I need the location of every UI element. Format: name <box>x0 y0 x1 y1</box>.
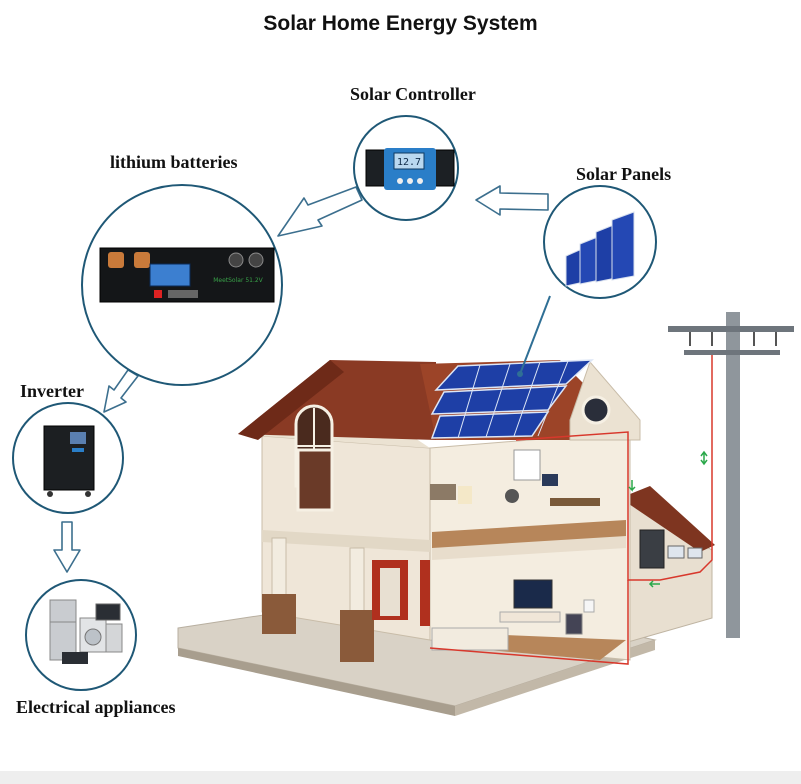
utility-pole <box>668 312 794 638</box>
solar-panels-label: Solar Panels <box>576 164 672 184</box>
appliances-icon <box>49 599 123 664</box>
solar-controller-icon: 12.7 <box>365 148 455 190</box>
panel-link-dot <box>517 371 523 377</box>
electrical-appliances-node <box>25 579 137 691</box>
battery-brand-label: MeetSolar 51.2V <box>213 277 263 284</box>
solar-controller-label: Solar Controller <box>350 84 476 104</box>
arrow-batteries-to-inverter <box>103 369 139 413</box>
inverter-label: Inverter <box>20 381 84 401</box>
electrical-appliances-label: Electrical appliances <box>16 697 176 717</box>
lithium-batteries-node: MeetSolar 51.2V <box>81 184 283 386</box>
battery-icon: MeetSolar 51.2V <box>99 247 275 303</box>
controller-display-readout: 12.7 <box>397 157 421 168</box>
arrow-controller-to-batteries <box>277 186 363 237</box>
inverter-icon <box>43 425 95 497</box>
panel-link-line <box>519 295 551 375</box>
arrow-inverter-to-appliances <box>53 521 81 573</box>
solar-panels-icon <box>565 211 635 287</box>
inverter-node <box>12 402 124 514</box>
lithium-batteries-label: lithium batteries <box>110 152 238 172</box>
solar-panels-node <box>543 185 657 299</box>
house-illustration <box>177 352 715 716</box>
diagram-title: Solar Home Energy System <box>263 12 538 35</box>
arrow-panels-to-controller <box>475 185 549 216</box>
bottom-strip <box>0 771 801 784</box>
solar-controller-node: 12.7 <box>353 115 459 221</box>
